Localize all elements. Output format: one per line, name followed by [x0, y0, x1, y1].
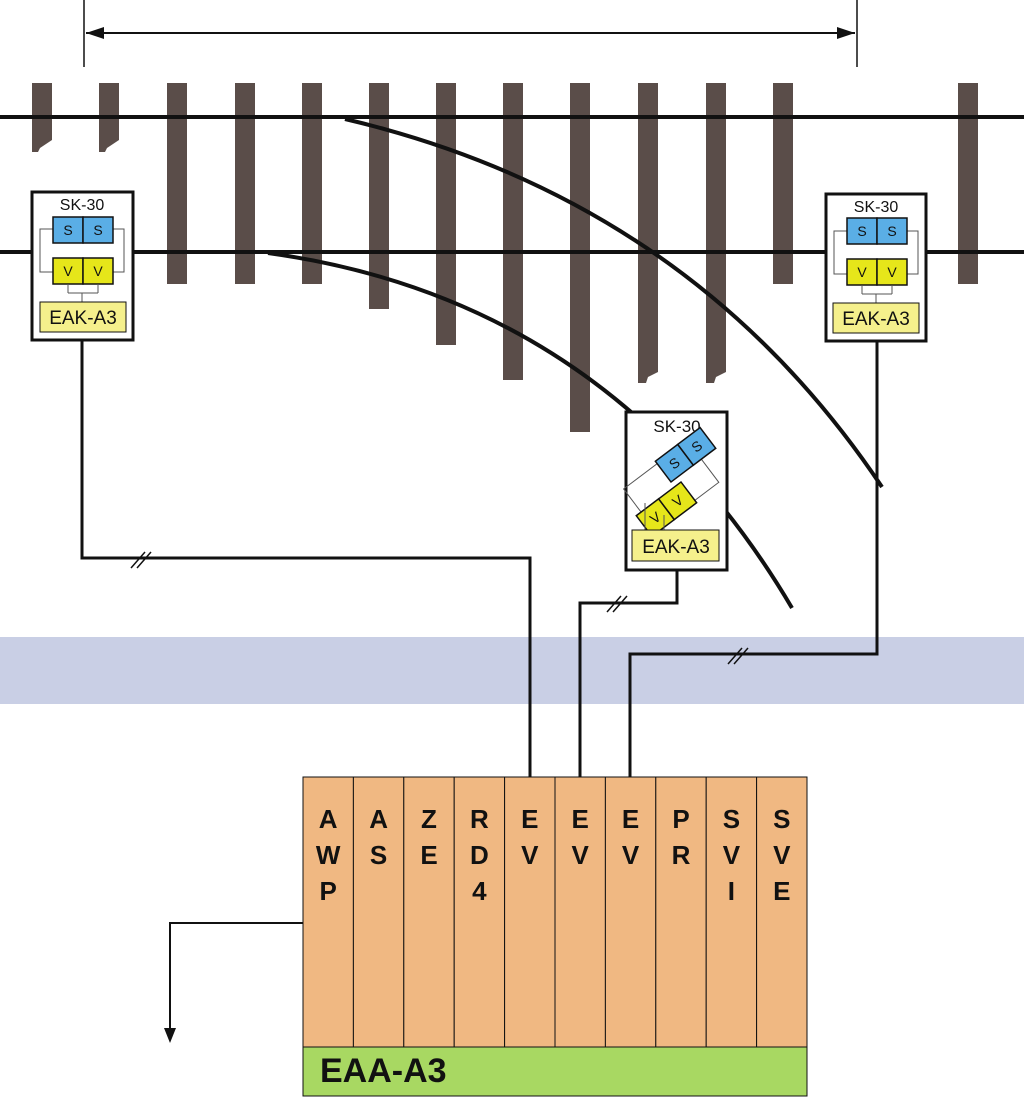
chip-label: S: [857, 223, 866, 239]
track-unit-left: SK-30 S S V V EAK-A3: [30, 190, 135, 342]
detector-chip: [657, 480, 698, 521]
diverging-rail-inner: [267, 251, 794, 610]
chip-label: S: [887, 223, 896, 239]
track-unit-right: SK-30 S S V V EAK-A3: [824, 192, 928, 343]
sleeper: [503, 83, 523, 380]
sensor-chip: [876, 217, 908, 245]
rack-slot-letter: E: [572, 804, 589, 834]
rack-slot-letter: S: [370, 840, 387, 870]
diverging-rail-outer: [344, 117, 884, 489]
rack-slot: [504, 776, 556, 1048]
track-unit-middle: SK-30 S S V V EAK-A3: [622, 410, 729, 572]
rack-slot-letter: I: [728, 876, 735, 906]
cable-duct-band: [0, 637, 1024, 704]
rack-slot-letter: S: [773, 804, 790, 834]
rack-slot: [655, 776, 707, 1048]
rack-slot-letter: R: [470, 804, 489, 834]
chip-label: S: [63, 222, 72, 238]
rack-footer: [302, 1046, 808, 1097]
rack-slot-letter: V: [521, 840, 539, 870]
cable-left: [80, 340, 532, 777]
sensor-label: SK-30: [854, 199, 899, 216]
sleeper: [773, 83, 793, 284]
chip-label: V: [857, 264, 867, 280]
rack-slot-letter: V: [723, 840, 741, 870]
cable-right: [628, 342, 879, 777]
chip-label: V: [93, 263, 103, 279]
detector-chip: [846, 258, 878, 286]
rack-slot-letter: W: [316, 840, 341, 870]
sleeper: [570, 83, 590, 432]
rack-slot: [604, 776, 657, 1048]
sleeper: [706, 83, 726, 383]
cables: [80, 340, 879, 777]
rack-slot-letter: V: [572, 840, 590, 870]
rack-slot-letter: E: [521, 804, 538, 834]
rack-slot-letter: V: [773, 840, 791, 870]
dimension-arrow: [83, 0, 858, 67]
rack-slot-letter: 4: [472, 876, 487, 906]
sleeper: [638, 83, 658, 383]
eak-label: EAK-A3: [642, 537, 710, 558]
rack-slot: [705, 776, 758, 1048]
rack-footer-label: EAA-A3: [320, 1052, 447, 1090]
rack-slot: [756, 776, 808, 1048]
chip-label: V: [63, 263, 73, 279]
eak-module: [832, 302, 920, 334]
sensor-chip: [676, 426, 717, 467]
eak-label: EAK-A3: [842, 309, 910, 330]
sensor-chip: [82, 216, 114, 244]
eak-module: [631, 529, 720, 562]
rack-slot-letter: S: [723, 804, 740, 834]
detector-chip: [52, 257, 84, 285]
rack-slot: [453, 776, 506, 1048]
eak-module: [39, 301, 127, 333]
rack-slot-letter: P: [672, 804, 689, 834]
rack-slot-letter: E: [622, 804, 639, 834]
chip-label: V: [887, 264, 897, 280]
sleeper: [436, 83, 456, 345]
sensor-label: SK-30: [60, 197, 105, 214]
rack-slot-letter: D: [470, 840, 489, 870]
eak-label: EAK-A3: [49, 308, 117, 329]
rack-slot: [352, 776, 405, 1048]
rack-slot-letter: Z: [421, 804, 437, 834]
rack-slot-letter: P: [320, 876, 337, 906]
rack-slot-letter: E: [773, 876, 790, 906]
rack-slot-letter: A: [369, 804, 388, 834]
sleeper: [302, 83, 322, 284]
rack-slot-letter: A: [319, 804, 338, 834]
rack-slot-letter: E: [420, 840, 437, 870]
sensor-label: SK-30: [653, 417, 700, 436]
cable-middle: [578, 570, 679, 777]
sleeper: [235, 83, 255, 284]
cable-ticks: [130, 551, 749, 665]
rack-slot-letter: V: [622, 840, 640, 870]
rack-slot-letter: R: [672, 840, 691, 870]
sleeper: [958, 83, 978, 284]
output-arrow: [164, 922, 303, 1043]
chip-label: S: [93, 222, 102, 238]
sleeper: [167, 83, 187, 284]
rack-slot: [302, 776, 354, 1048]
